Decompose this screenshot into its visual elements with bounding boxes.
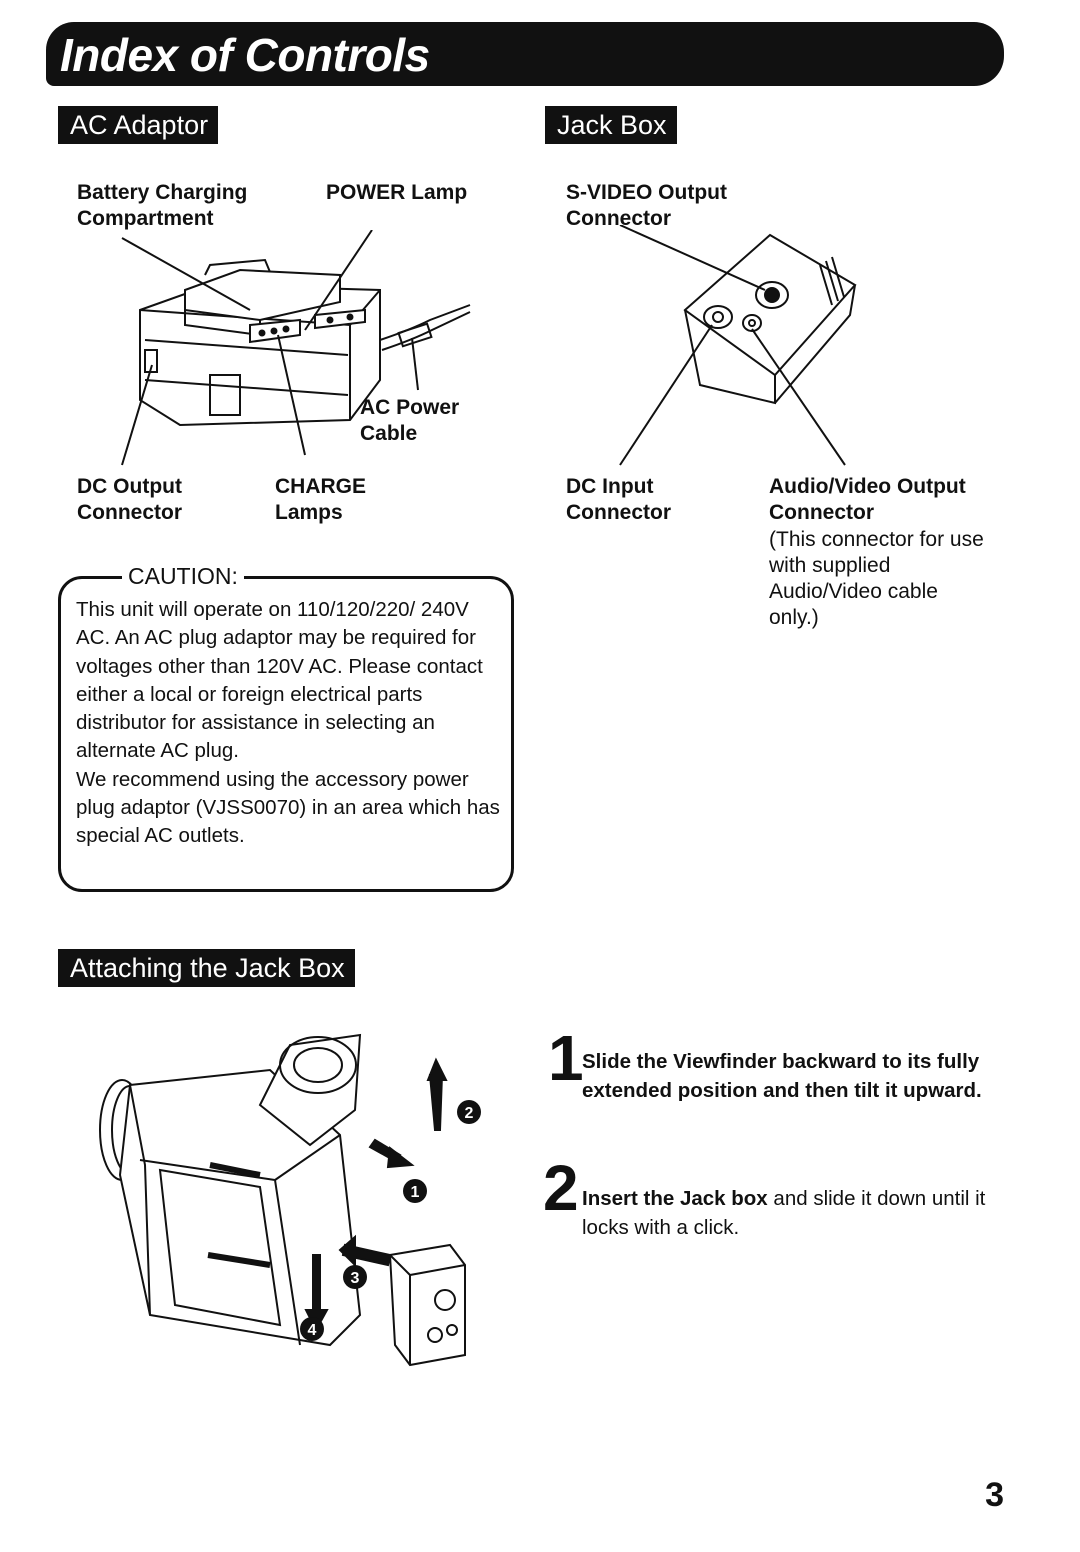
caution-title: CAUTION:: [122, 563, 244, 590]
charge-lamps-label: CHARGE Lamps: [275, 475, 367, 524]
battery-charging-label: Battery Charging Compartment: [77, 181, 248, 230]
caution-paragraph-2: We recommend using the accessory power p…: [76, 767, 500, 848]
av-output-note: (This connector for use with supplied Au…: [769, 528, 984, 629]
camcorder-illustration: 1 2 3 4: [99, 1033, 481, 1367]
marker-2: 2: [465, 1105, 474, 1122]
ac-power-cable-label: AC Power Cable: [360, 396, 460, 445]
page-number: 3: [985, 1476, 1004, 1514]
step-2-bold: Insert the Jack box: [582, 1187, 768, 1210]
av-output-label: Audio/Video Output Connector: [769, 475, 966, 524]
step-2-text: Insert the Jack box and slide it down un…: [582, 1185, 1002, 1242]
caution-box: [58, 576, 514, 892]
dc-input-label: DC Input Connector: [566, 475, 671, 524]
svideo-label: S-VIDEO Output Connector: [566, 181, 727, 230]
page-title: Index of Controls: [60, 29, 430, 81]
step-2-number: 2: [543, 1152, 579, 1224]
title-bar: Index of Controls: [46, 22, 1004, 86]
step-2-rest: and slide it down until it locks with a …: [582, 1187, 986, 1239]
marker-1: 1: [411, 1184, 420, 1201]
marker-3: 3: [351, 1270, 360, 1287]
marker-4: 4: [308, 1322, 317, 1339]
step-1-text: Slide the Viewfinder backward to its ful…: [582, 1048, 1012, 1105]
jack-box-heading: Jack Box: [545, 106, 677, 144]
jack-box-illustration: [619, 225, 857, 466]
dc-output-label: DC Output Connector: [77, 475, 182, 524]
caution-text: This unit will operate on 110/120/220/ 2…: [76, 596, 506, 851]
attaching-heading: Attaching the Jack Box: [58, 949, 355, 987]
ac-adaptor-illustration: [121, 230, 471, 466]
ac-adaptor-heading: AC Adaptor: [58, 106, 219, 144]
power-lamp-label: POWER Lamp: [326, 181, 468, 204]
step-1-bold: Slide the Viewfinder backward to its ful…: [582, 1050, 982, 1102]
caution-paragraph-1: This unit will operate on 110/120/220/ 2…: [76, 598, 483, 763]
step-1-number: 1: [548, 1022, 584, 1094]
